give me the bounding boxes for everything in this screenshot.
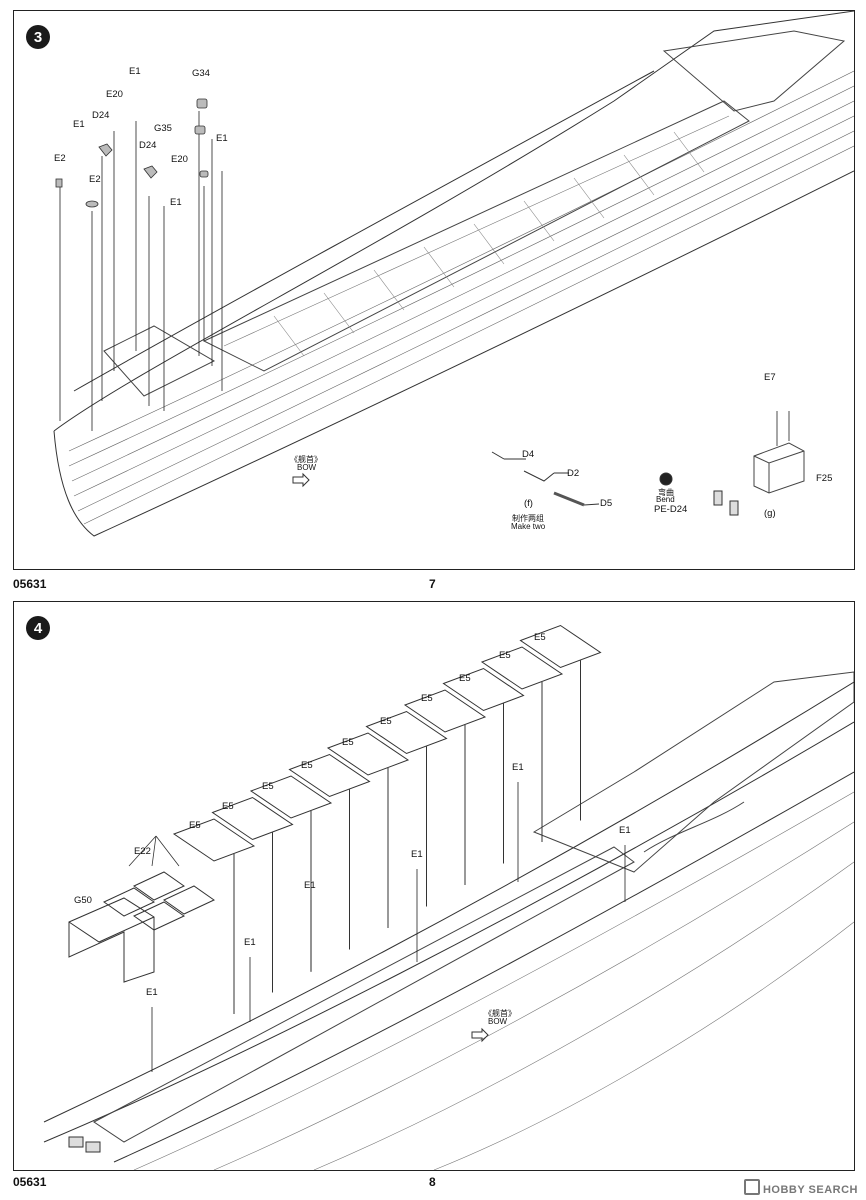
label-e1: E1 <box>304 880 316 891</box>
bend-cn: 弯曲 <box>658 488 674 497</box>
label-e2: E2 <box>54 153 66 164</box>
label-e1: E1 <box>170 197 182 208</box>
label-e20: E20 <box>171 154 188 165</box>
label-e22: E22 <box>134 846 151 857</box>
label-e2: E2 <box>89 174 101 185</box>
label-d5: D5 <box>600 498 613 509</box>
label-e20: E20 <box>106 89 123 100</box>
label-d2: D2 <box>567 468 580 479</box>
page-number: 7 <box>429 577 436 591</box>
product-code: 05631 <box>13 1175 47 1189</box>
step-number-badge: 4 <box>26 616 50 640</box>
hobbysearch-logo-icon <box>743 1179 760 1195</box>
hull-drawing-step3 <box>53 11 854 537</box>
bend-en: Bend <box>656 495 675 504</box>
e5-deck-plate <box>288 753 371 798</box>
label-d4: D4 <box>522 449 535 460</box>
e5-deck-plate <box>442 667 525 712</box>
e5-deck-plate <box>326 732 410 776</box>
sub-f-caption: (f) <box>524 498 533 509</box>
step-3-panel: 3 <box>13 10 855 570</box>
label-e5: E5 <box>342 737 354 748</box>
label-e5: E5 <box>421 693 433 704</box>
label-e1: E1 <box>73 119 85 130</box>
e5-deck-plate <box>172 818 256 862</box>
label-e5: E5 <box>301 760 313 771</box>
page-number: 8 <box>429 1175 436 1189</box>
e5-deck-plate <box>403 689 487 733</box>
label-e5: E5 <box>499 650 511 661</box>
label-e1: E1 <box>146 987 158 998</box>
label-e5: E5 <box>222 801 234 812</box>
bow-label-en: BOW <box>297 463 317 472</box>
label-e5: E5 <box>262 781 274 792</box>
e5-deck-plate <box>365 710 448 755</box>
e5-deck-plate <box>519 624 602 669</box>
e5-deck-plate <box>480 646 564 690</box>
bow-label-cn: 《舰首》 <box>484 1009 516 1018</box>
bow-label-cn: 《舰首》 <box>290 455 322 464</box>
product-code: 05631 <box>13 577 47 591</box>
label-e1: E1 <box>619 825 631 836</box>
e5-deck-plate <box>249 775 333 819</box>
step-number-badge: 3 <box>26 25 50 49</box>
label-e1: E1 <box>411 849 423 860</box>
label-e1: E1 <box>244 937 256 948</box>
label-e1: E1 <box>216 133 228 144</box>
step-4-panel: 4 <box>13 601 855 1171</box>
label-d24: D24 <box>139 140 157 151</box>
label-pe-d24: PE-D24 <box>654 504 688 515</box>
sub-g-caption: (g) <box>764 508 776 519</box>
label-d24: D24 <box>92 110 110 121</box>
watermark: HOBBY SEARCH <box>743 1179 858 1196</box>
watermark-text: HOBBY SEARCH <box>762 1184 858 1196</box>
label-e7: E7 <box>764 372 776 383</box>
label-e5: E5 <box>534 632 546 643</box>
label-g50: G50 <box>74 895 92 906</box>
label-e5: E5 <box>380 716 392 727</box>
label-g35: G35 <box>154 123 172 134</box>
e5-deck-plate <box>211 796 294 841</box>
make-two-en: Make two <box>511 522 546 531</box>
label-e1: E1 <box>512 762 524 773</box>
label-g34: G34 <box>192 68 210 79</box>
bow-label-en: BOW <box>488 1017 508 1026</box>
hull-drawing-step4 <box>43 624 854 1170</box>
label-e5: E5 <box>459 673 471 684</box>
label-e5: E5 <box>189 820 201 831</box>
label-f25: F25 <box>816 473 833 484</box>
label-e1: E1 <box>129 66 141 77</box>
make-two-cn: 制作两组 <box>512 514 544 523</box>
